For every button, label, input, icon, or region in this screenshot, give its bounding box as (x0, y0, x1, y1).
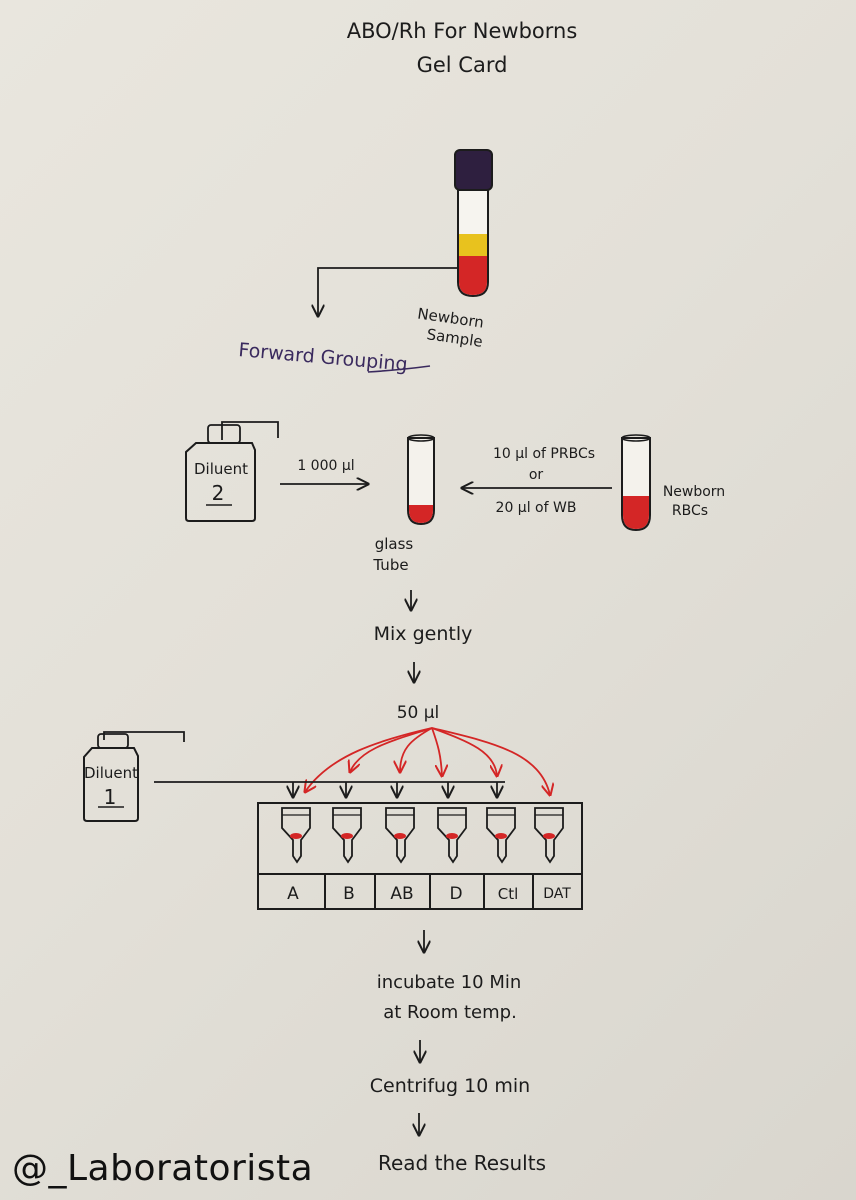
gel-column-d: D (449, 884, 462, 904)
gel-column-dat: DAT (543, 886, 571, 902)
red-cell-layer (459, 256, 487, 295)
diluent-1-label: Diluent (84, 764, 138, 782)
newborn-rbcs-tube (621, 434, 651, 532)
gel-card: A B AB D Ctl DAT (257, 802, 583, 910)
red-distribution-arrows (305, 727, 550, 795)
glass-tube-label-line-2: Tube (372, 556, 408, 574)
or-label: or (529, 467, 544, 483)
gel-column-b: B (343, 884, 355, 904)
watermark: @_Laboratorista (12, 1148, 314, 1189)
read-step: Read the Results (378, 1151, 546, 1175)
mix-step: Mix gently (374, 623, 473, 645)
forward-grouping-underline (367, 365, 431, 373)
title-line-2: Gel Card (417, 53, 508, 77)
transfer-volume: 50 µl (397, 703, 440, 723)
diluent-2-bottle (185, 421, 279, 522)
gel-card-frame (257, 802, 583, 910)
gel-microtube-dat (534, 807, 564, 864)
diluent-2-number: 2 (212, 481, 225, 505)
newborn-rbcs-label-line-2: RBCs (672, 503, 708, 519)
wb-volume: 20 µl of WB (496, 500, 577, 516)
plasma-layer (459, 234, 487, 256)
incubate-line-2: at Room temp. (383, 1002, 517, 1023)
arrow-to-forward-grouping (318, 267, 458, 316)
gel-microtube-a (281, 807, 311, 864)
gel-microtube-b (332, 807, 362, 864)
centrifuge-step: Centrifug 10 min (370, 1075, 530, 1097)
gel-microtube-ctl (486, 807, 516, 864)
diluent-1-bottle (83, 731, 185, 822)
glass-tube (407, 434, 435, 526)
title-line-1: ABO/Rh For Newborns (347, 19, 578, 43)
gel-column-a: A (287, 884, 299, 904)
newborn-sample-tube (454, 149, 493, 298)
diluent-2-volume: 1 000 µl (297, 458, 354, 474)
diluent-2-label: Diluent (194, 460, 248, 478)
glass-tube-label-line-1: glass (375, 535, 414, 553)
gel-column-ab: AB (390, 884, 413, 904)
diluent-1-distribution (154, 781, 505, 797)
gel-microtube-d (437, 807, 467, 864)
prbc-volume: 10 µl of PRBCs (493, 446, 595, 462)
gel-column-ctl: Ctl (498, 885, 519, 903)
incubate-line-1: incubate 10 Min (377, 972, 522, 993)
tube-cap (454, 149, 493, 191)
diluent-1-number: 1 (104, 785, 117, 809)
gel-microtube-ab (385, 807, 415, 864)
newborn-rbcs-label-line-1: Newborn (663, 484, 725, 500)
